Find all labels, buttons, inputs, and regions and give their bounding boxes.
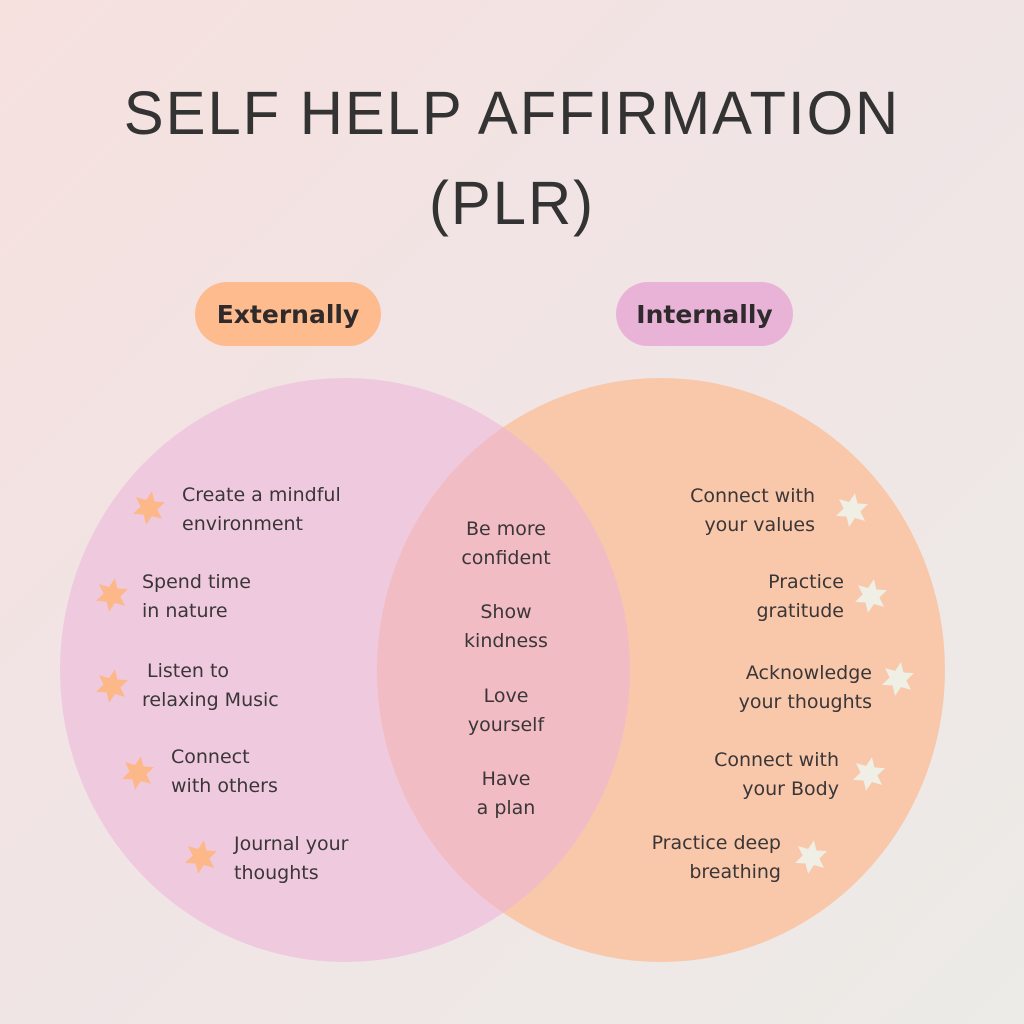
internal-item: Practice deep breathing [651,832,781,883]
star-icon [185,840,217,874]
page-title: SELF HELP AFFIRMATION (PLR) [10,68,1014,248]
external-item: Spend time in nature [142,571,251,622]
star-shape [836,493,868,527]
star-shape [96,669,128,703]
star-icon [882,662,914,696]
star-shape [133,491,165,525]
star-shape [185,840,217,874]
star-icon [853,757,885,791]
star-icon [96,669,128,703]
star-icon [133,491,165,525]
title-line-1: SELF HELP AFFIRMATION [123,79,901,147]
internal-item: Connect with your Body [714,749,839,800]
star-icon [122,756,154,790]
shared-item: Show kindness [464,601,548,652]
externally-label: Externally [195,282,381,346]
star-shape [853,757,885,791]
shared-item: Be more confident [461,518,551,569]
external-item: Create a mindful environment [182,484,341,535]
star-icon [836,493,868,527]
star-shape [795,840,827,874]
external-item: Connect with others [171,746,278,797]
star-icon [96,578,128,612]
internal-item: Practice gratitude [756,571,845,622]
star-shape [855,579,887,613]
shared-item: Love yourself [467,685,545,736]
external-item: Listen to relaxing Music [142,660,279,711]
shared-item: Have a plan [476,768,536,819]
internal-item: Connect with your values [690,485,815,536]
overlap-region [377,378,630,962]
internal-item: Acknowledge your thoughts [738,662,872,713]
star-icon [795,840,827,874]
star-shape [96,578,128,612]
title-line-2: (PLR) [429,169,595,237]
internally-label: Internally [616,282,793,346]
star-icon [855,579,887,613]
star-shape [882,662,914,696]
star-shape [122,756,154,790]
external-item: Journal your thoughts [234,833,349,884]
